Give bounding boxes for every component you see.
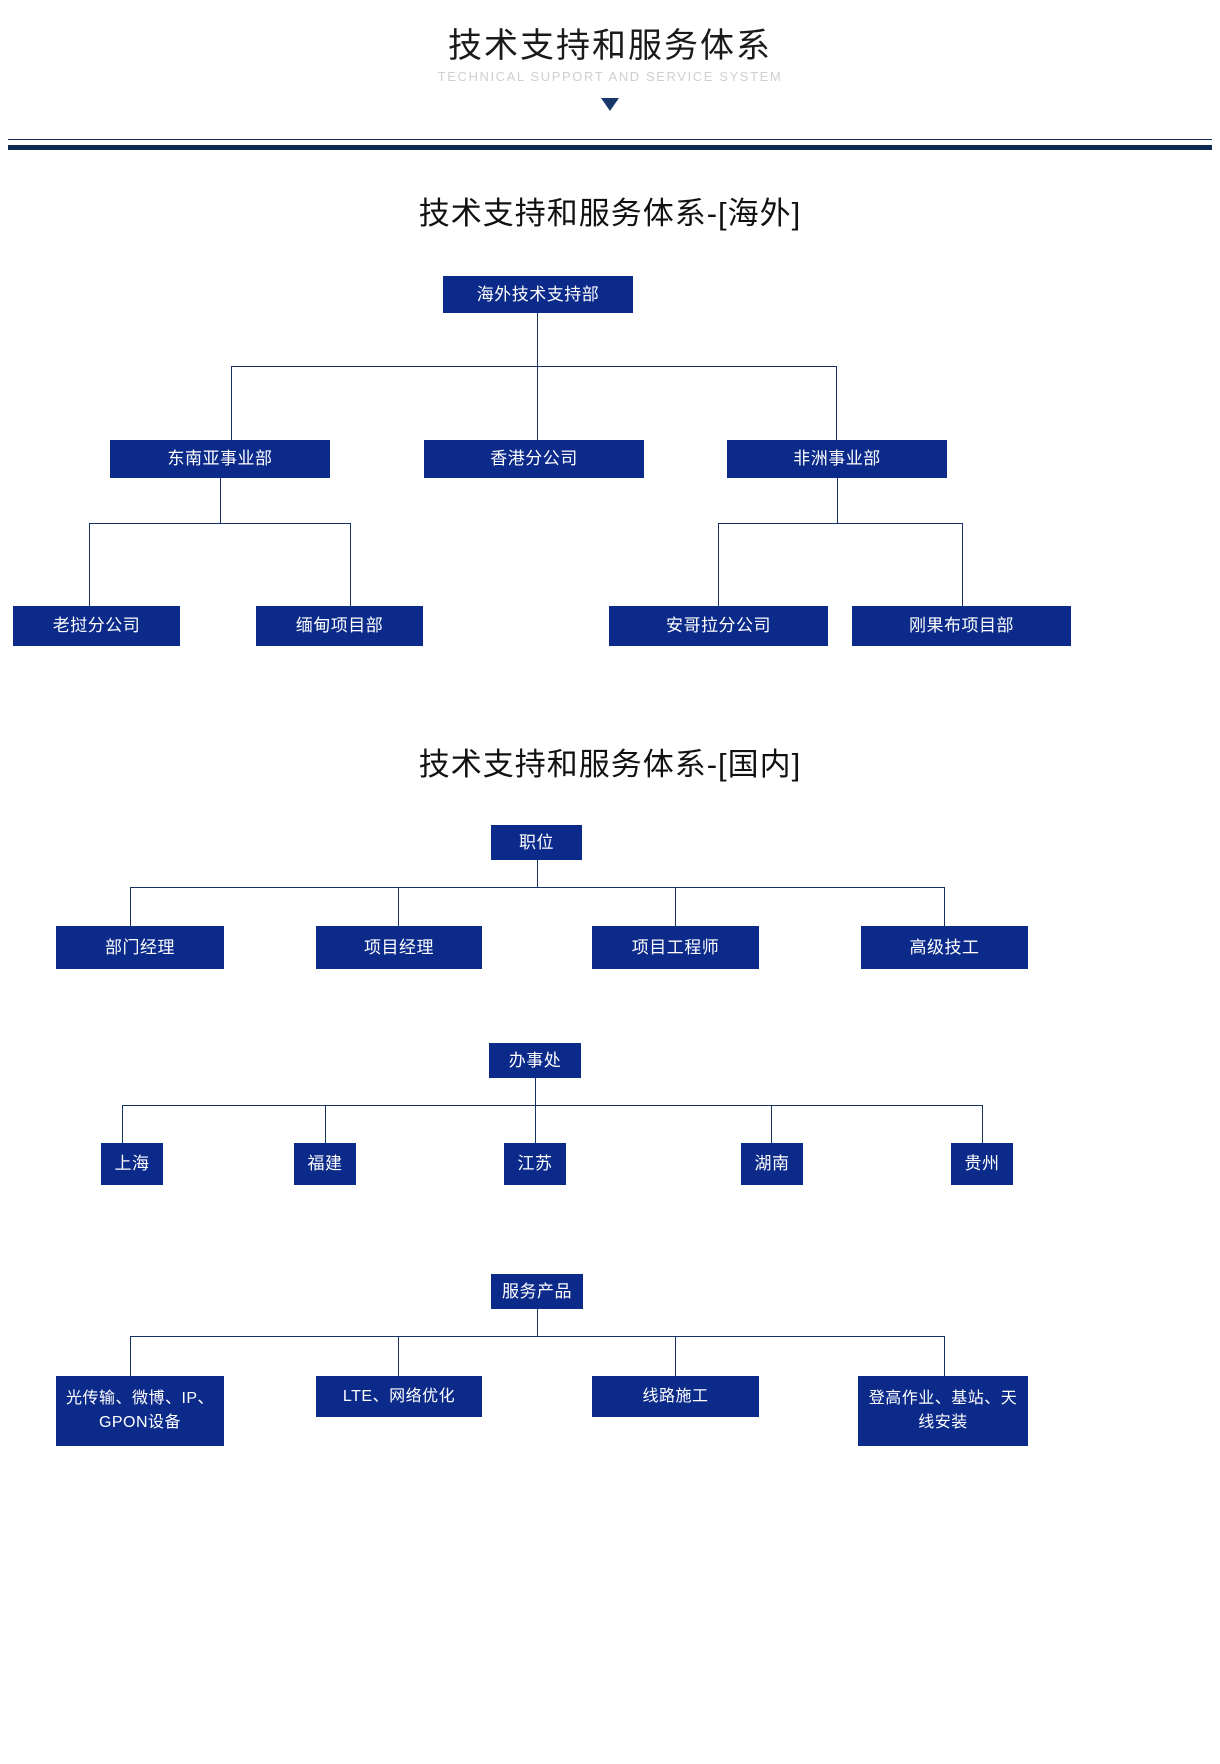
- connector-service-to-tower-work: [944, 1336, 945, 1376]
- connector-service-to-line-construction: [675, 1336, 676, 1376]
- page-subtitle: TECHNICAL SUPPORT AND SERVICE SYSTEM: [437, 69, 783, 84]
- connector-overseas-to-hk: [537, 366, 538, 440]
- node-project-manager[interactable]: 项目经理: [316, 926, 482, 969]
- connector-office-to-jiangsu: [535, 1105, 536, 1143]
- connector-service-down: [537, 1309, 538, 1336]
- connector-africa-to-angola: [718, 523, 719, 606]
- connector-sea-to-myanmar: [350, 523, 351, 606]
- node-office-guizhou[interactable]: 贵州: [951, 1143, 1013, 1185]
- node-service-tower-work-antenna[interactable]: 登高作业、基站、天线安装: [858, 1376, 1028, 1446]
- connector-office-to-fujian: [325, 1105, 326, 1143]
- section-title-domestic: 技术支持和服务体系-[国内]: [418, 747, 802, 782]
- connector-overseas-to-africa: [836, 366, 837, 440]
- node-office-shanghai[interactable]: 上海: [101, 1143, 163, 1185]
- connector-office-to-shanghai: [122, 1105, 123, 1143]
- node-position-root[interactable]: 职位: [491, 825, 582, 860]
- node-office-root[interactable]: 办事处: [489, 1043, 581, 1078]
- connector-service-to-optical: [130, 1336, 131, 1376]
- connector-office-down: [535, 1078, 536, 1105]
- node-office-hunan[interactable]: 湖南: [741, 1143, 803, 1185]
- node-southeast-asia-division[interactable]: 东南亚事业部: [110, 440, 330, 478]
- page-header: 技术支持和服务体系 TECHNICAL SUPPORT AND SERVICE …: [0, 0, 1220, 155]
- node-project-engineer[interactable]: 项目工程师: [592, 926, 759, 969]
- connector-position-to-dept-manager: [130, 887, 131, 926]
- connector-position-to-senior-technician: [944, 887, 945, 926]
- node-service-lte-network-optimization[interactable]: LTE、网络优化: [316, 1376, 482, 1417]
- node-senior-technician[interactable]: 高级技工: [861, 926, 1028, 969]
- header-rule-thin: [8, 139, 1212, 140]
- node-department-manager[interactable]: 部门经理: [56, 926, 224, 969]
- connector-position-to-project-engineer: [675, 887, 676, 926]
- node-office-jiangsu[interactable]: 江苏: [504, 1143, 566, 1185]
- header-rule-thick: [8, 145, 1212, 150]
- connector-africa-down: [837, 478, 838, 523]
- connector-overseas-to-sea: [231, 366, 232, 440]
- node-laos-branch[interactable]: 老挝分公司: [13, 606, 180, 646]
- triangle-down-icon: [601, 98, 619, 111]
- node-hongkong-branch[interactable]: 香港分公司: [424, 440, 644, 478]
- connector-office-bus: [122, 1105, 982, 1106]
- connector-sea-down: [220, 478, 221, 523]
- connector-position-to-project-manager: [398, 887, 399, 926]
- connector-sea-bus: [89, 523, 351, 524]
- node-service-line-construction[interactable]: 线路施工: [592, 1376, 759, 1417]
- connector-africa-bus: [718, 523, 963, 524]
- node-africa-division[interactable]: 非洲事业部: [727, 440, 947, 478]
- connector-office-to-guizhou: [982, 1105, 983, 1143]
- connector-overseas-root-down: [537, 313, 538, 366]
- page-title: 技术支持和服务体系: [448, 27, 772, 65]
- connector-service-to-lte: [398, 1336, 399, 1376]
- section-title-overseas: 技术支持和服务体系-[海外]: [418, 196, 802, 231]
- node-office-fujian[interactable]: 福建: [294, 1143, 356, 1185]
- connector-overseas-level2-bus: [231, 366, 836, 367]
- connector-position-down: [537, 860, 538, 887]
- node-angola-branch[interactable]: 安哥拉分公司: [609, 606, 828, 646]
- node-congo-project[interactable]: 刚果布项目部: [852, 606, 1071, 646]
- node-service-product-root[interactable]: 服务产品: [491, 1274, 583, 1309]
- connector-position-bus: [130, 887, 945, 888]
- node-service-optical-transmission[interactable]: 光传输、微博、IP、GPON设备: [56, 1376, 224, 1446]
- connector-office-to-hunan: [771, 1105, 772, 1143]
- node-myanmar-project[interactable]: 缅甸项目部: [256, 606, 423, 646]
- connector-service-bus: [130, 1336, 945, 1337]
- connector-africa-to-congo: [962, 523, 963, 606]
- node-overseas-root[interactable]: 海外技术支持部: [443, 276, 633, 313]
- connector-sea-to-laos: [89, 523, 90, 606]
